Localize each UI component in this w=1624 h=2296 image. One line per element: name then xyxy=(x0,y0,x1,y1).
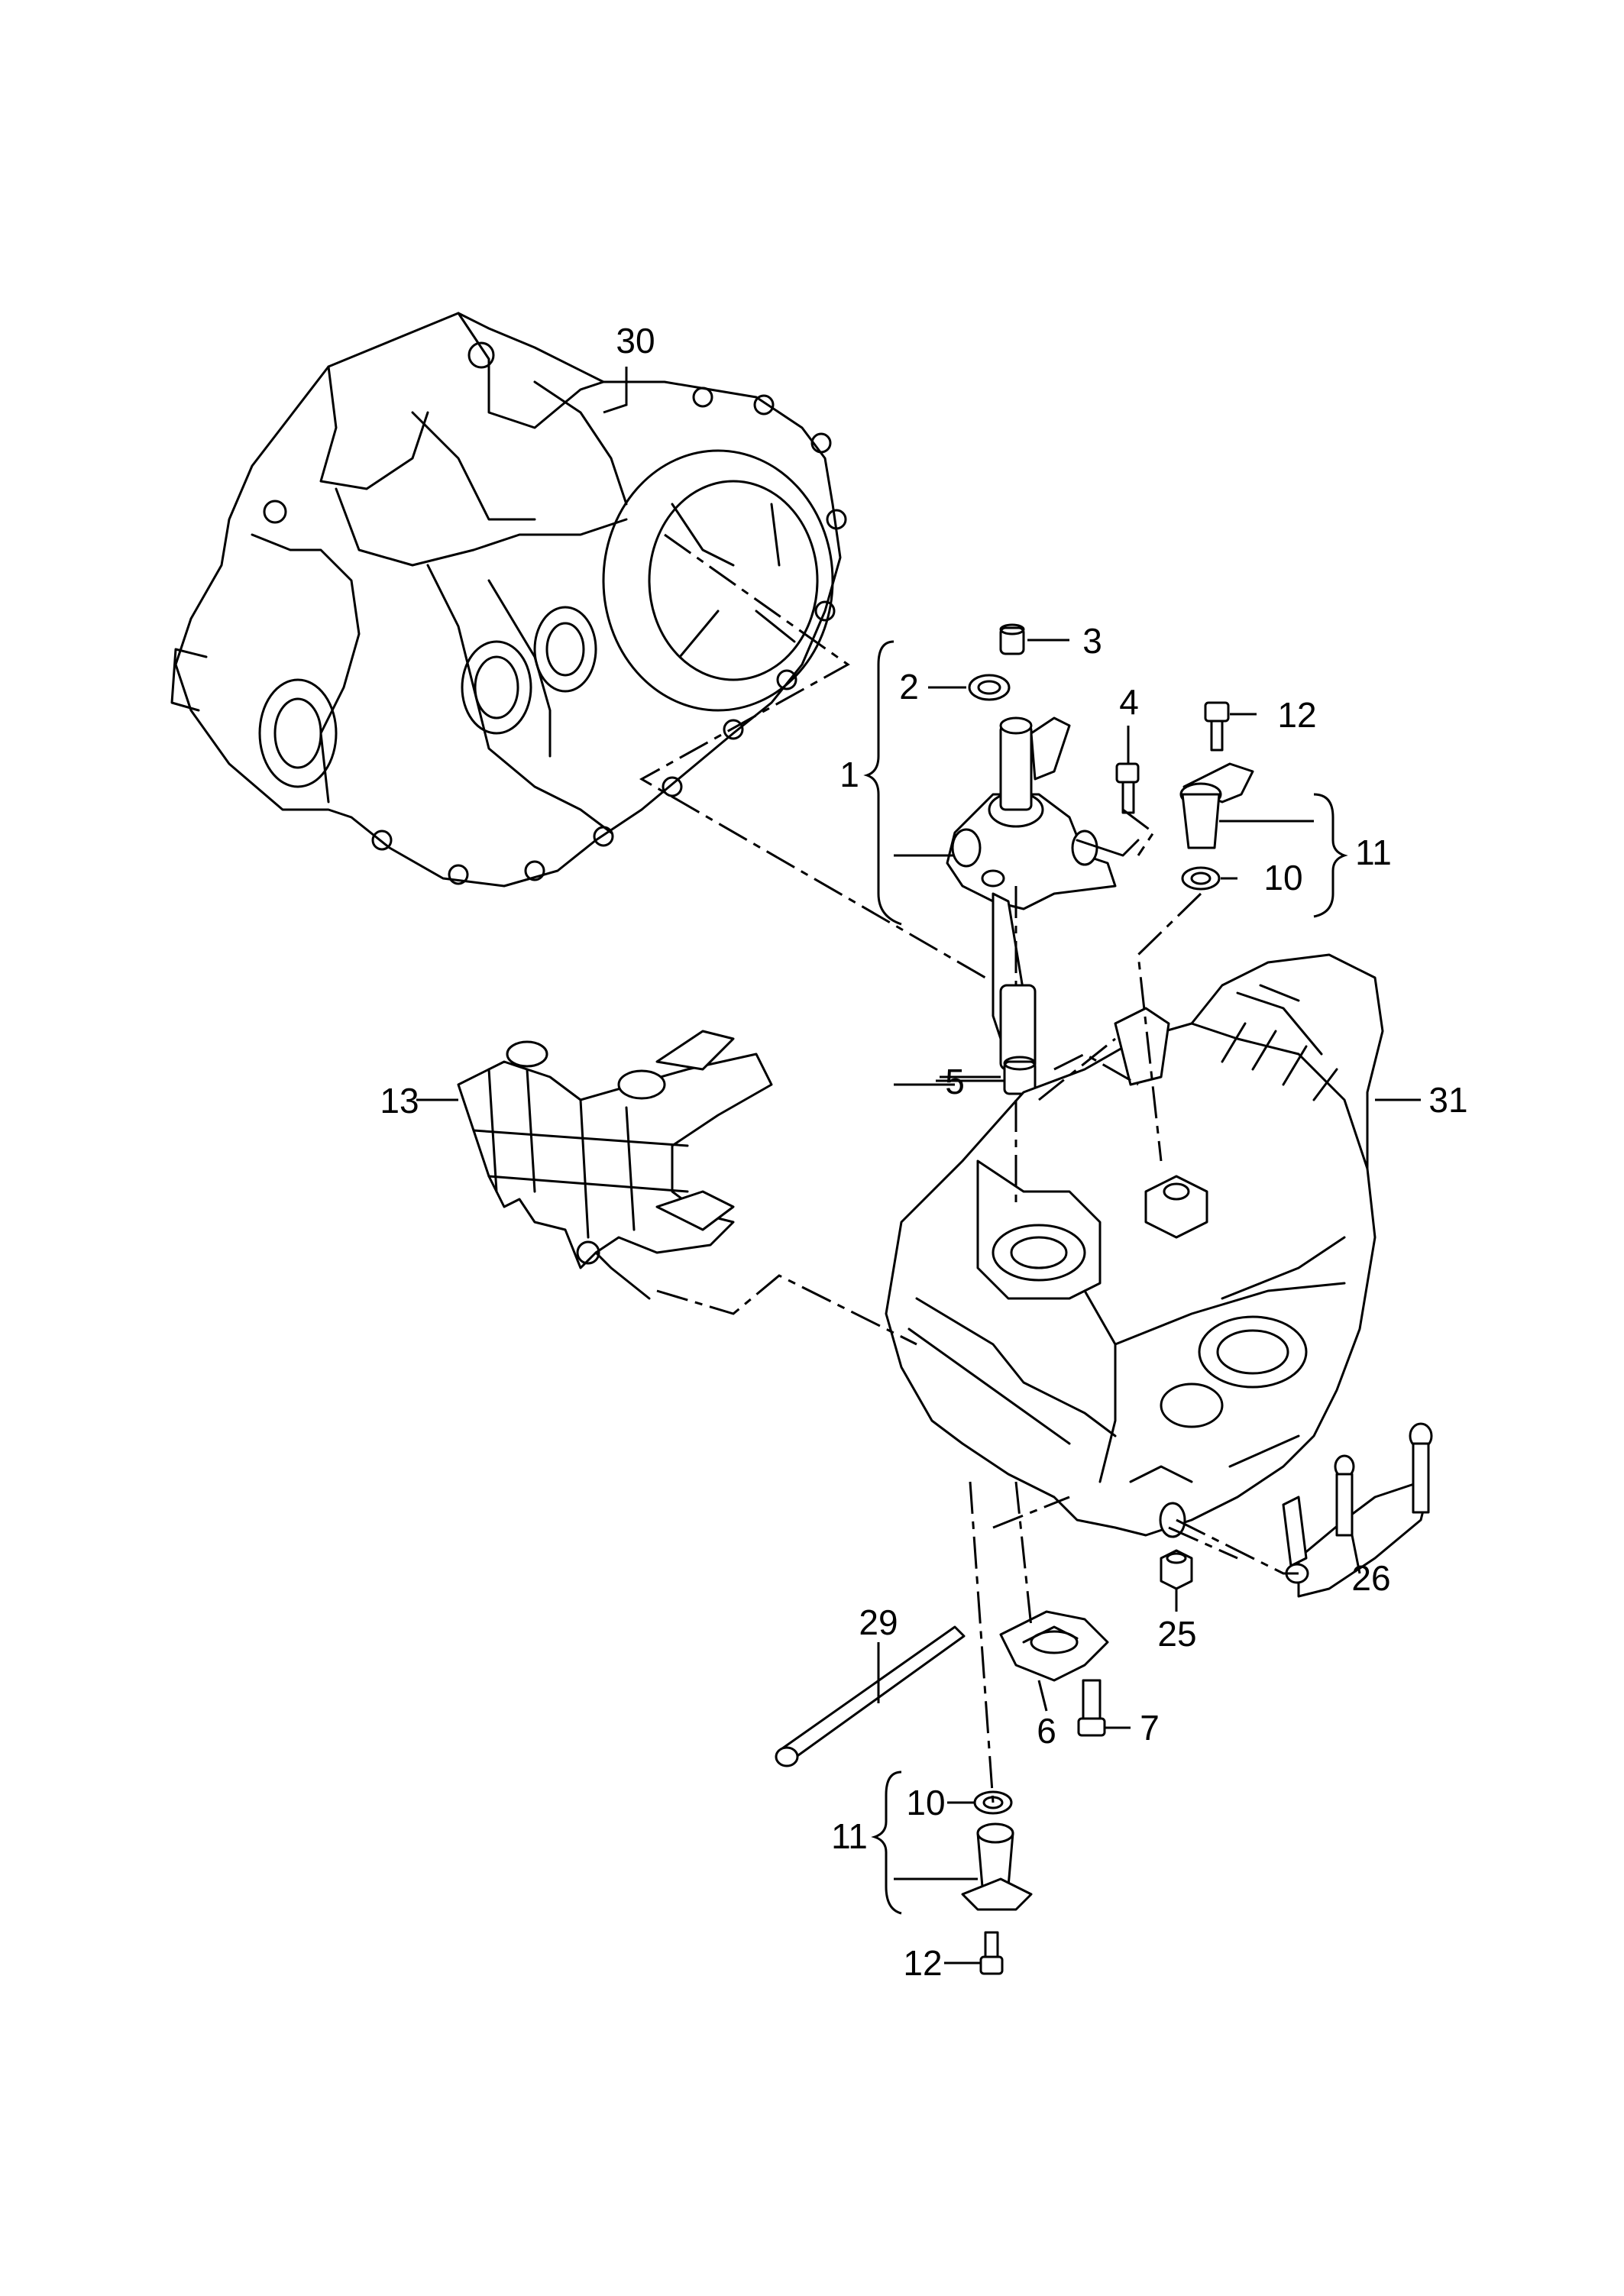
part-5-sleeve xyxy=(1003,1056,1037,1095)
part-2-ring xyxy=(968,674,1011,701)
part-4-bolt xyxy=(1115,762,1140,814)
part-12-screw-bottom xyxy=(979,1931,1004,1975)
callout-10-top: 10 xyxy=(1263,858,1302,897)
callout-3: 3 xyxy=(1082,621,1102,661)
part-7-bolt xyxy=(1077,1679,1106,1737)
part-11-plug-bottom xyxy=(961,1822,1033,1911)
part-26-selector-shaft xyxy=(1282,1422,1433,1598)
callout-13: 13 xyxy=(380,1081,419,1121)
assembly-lines xyxy=(639,533,1299,1803)
callout-26: 26 xyxy=(1351,1558,1390,1598)
part-6-cover xyxy=(999,1610,1109,1682)
part-31-transmission-case xyxy=(885,953,1421,1538)
callout-11-top: 11 xyxy=(1355,833,1392,872)
callout-1: 1 xyxy=(839,755,859,794)
callout-5: 5 xyxy=(945,1062,965,1101)
part-10-ring-top xyxy=(1181,866,1221,891)
callout-labels: 30 3 2 4 12 1 11 10 13 5 31 26 25 29 7 6… xyxy=(380,321,1467,1983)
callout-31: 31 xyxy=(1428,1080,1467,1120)
callout-4: 4 xyxy=(1119,682,1139,722)
callout-6: 6 xyxy=(1037,1711,1056,1751)
part-30-gearbox-housing xyxy=(170,312,847,888)
callout-7: 7 xyxy=(1140,1708,1160,1748)
callout-25: 25 xyxy=(1157,1614,1196,1654)
part-12-screw-top xyxy=(1204,701,1230,752)
callout-11-bottom: 11 xyxy=(831,1816,868,1856)
callout-30: 30 xyxy=(616,321,655,361)
part-13-shift-fork-assembly xyxy=(457,1030,773,1300)
callout-2: 2 xyxy=(899,667,919,707)
callout-10-bottom: 10 xyxy=(906,1783,945,1822)
callout-12-top: 12 xyxy=(1277,695,1316,735)
callout-29: 29 xyxy=(859,1602,898,1642)
part-1-selector-mechanism xyxy=(946,716,1140,1071)
callout-12-bottom: 12 xyxy=(903,1943,942,1983)
part-11-plug-top xyxy=(1179,762,1254,849)
part-25-nut xyxy=(1160,1549,1193,1590)
part-3-cap xyxy=(999,623,1025,655)
part-29-rod xyxy=(775,1625,966,1767)
leader-lines xyxy=(416,639,1361,1965)
